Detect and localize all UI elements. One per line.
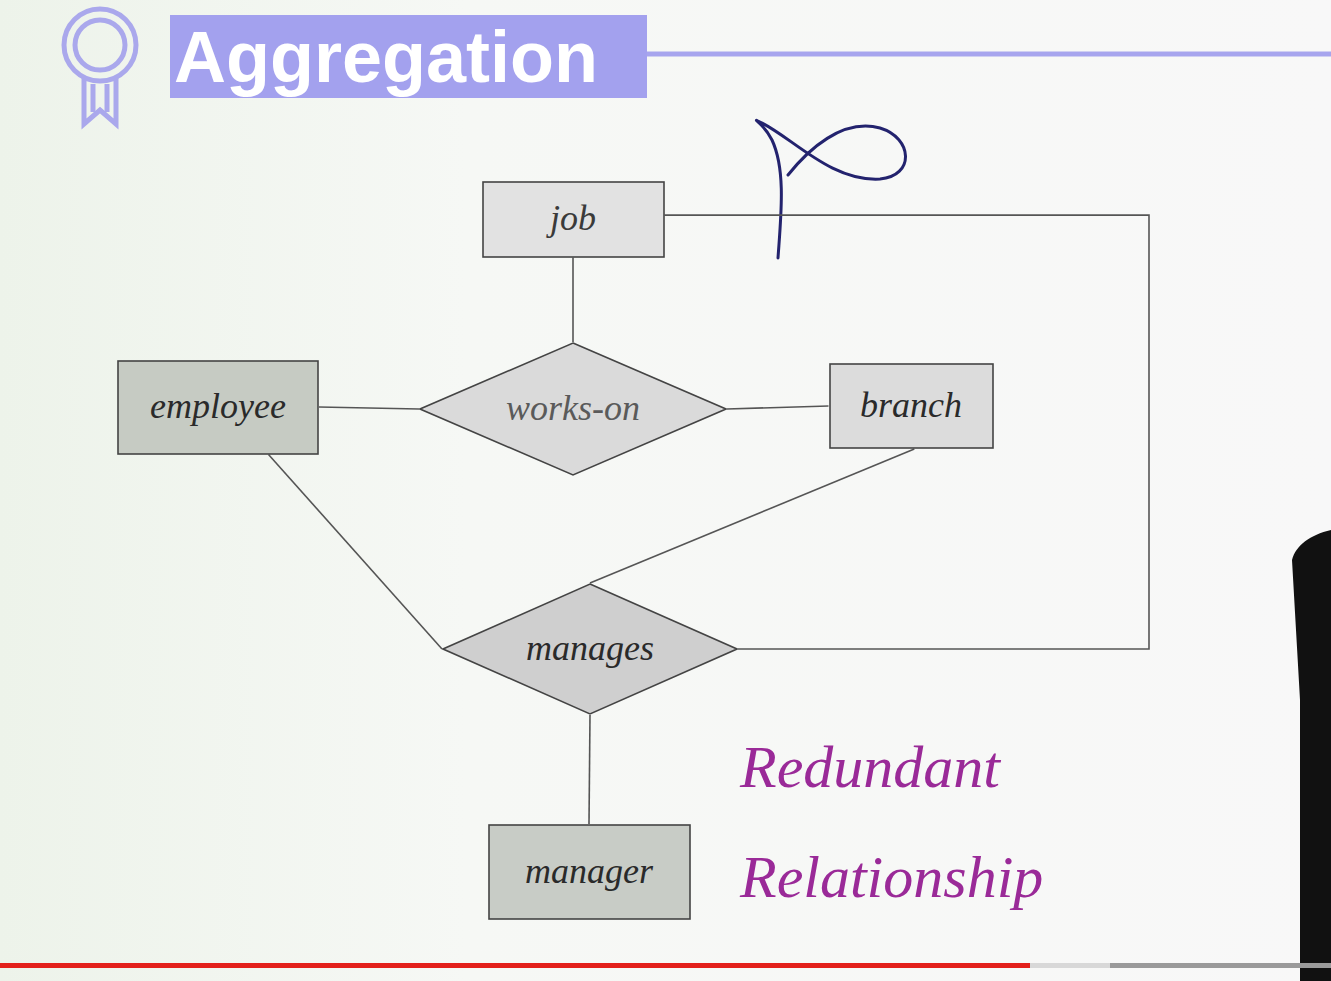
- connector: [590, 449, 914, 583]
- title-band: Aggregation: [170, 15, 647, 98]
- connector: [319, 407, 419, 409]
- node-shape: [443, 584, 737, 714]
- badge-inner: [75, 20, 125, 70]
- connector-line: [665, 215, 1150, 649]
- node-shape: [830, 364, 993, 448]
- node-label: branch: [860, 386, 962, 426]
- connector-line: [572, 258, 574, 343]
- relationship-diamond: works-on: [419, 342, 727, 476]
- presenter-figure: [1292, 530, 1331, 981]
- entity-box: employee: [117, 360, 319, 455]
- badge-ribbon: [84, 78, 116, 124]
- connector-line: [319, 407, 419, 409]
- progress-rest: [1110, 963, 1331, 968]
- node-label: job: [550, 199, 596, 239]
- progress-buffered: [1030, 963, 1110, 968]
- badge-icon: [64, 9, 136, 124]
- connector: [589, 715, 590, 824]
- connector-line: [589, 715, 590, 824]
- connector: [727, 406, 829, 409]
- connector-line: [269, 455, 443, 650]
- connector-line: [727, 406, 829, 409]
- node-label: employee: [150, 387, 286, 427]
- node-label: manager: [525, 852, 653, 892]
- relationship-diamond: manages: [442, 583, 738, 715]
- pen-scribble: [756, 120, 905, 258]
- connector: [573, 258, 574, 343]
- node-label: works-on: [506, 389, 640, 429]
- slide-title: Aggregation: [174, 21, 598, 93]
- badge-outer: [64, 9, 136, 81]
- progress-played: [0, 963, 1030, 968]
- node-shape: [483, 182, 664, 257]
- badge-ribbon-line: [105, 84, 110, 112]
- connector: [269, 455, 443, 650]
- node-shape: [420, 343, 726, 475]
- entity-box: manager: [488, 824, 691, 920]
- entity-box: job: [482, 181, 665, 258]
- node-shape: [118, 361, 318, 454]
- title-rule: [647, 52, 1331, 57]
- handwritten-note: Redundant Relationship: [740, 712, 1140, 932]
- node-shape: [489, 825, 690, 919]
- connector: [665, 215, 1150, 649]
- entity-box: branch: [829, 363, 994, 449]
- badge-ribbon-line: [91, 84, 96, 112]
- connector-line: [590, 449, 914, 583]
- node-label: manages: [526, 629, 654, 669]
